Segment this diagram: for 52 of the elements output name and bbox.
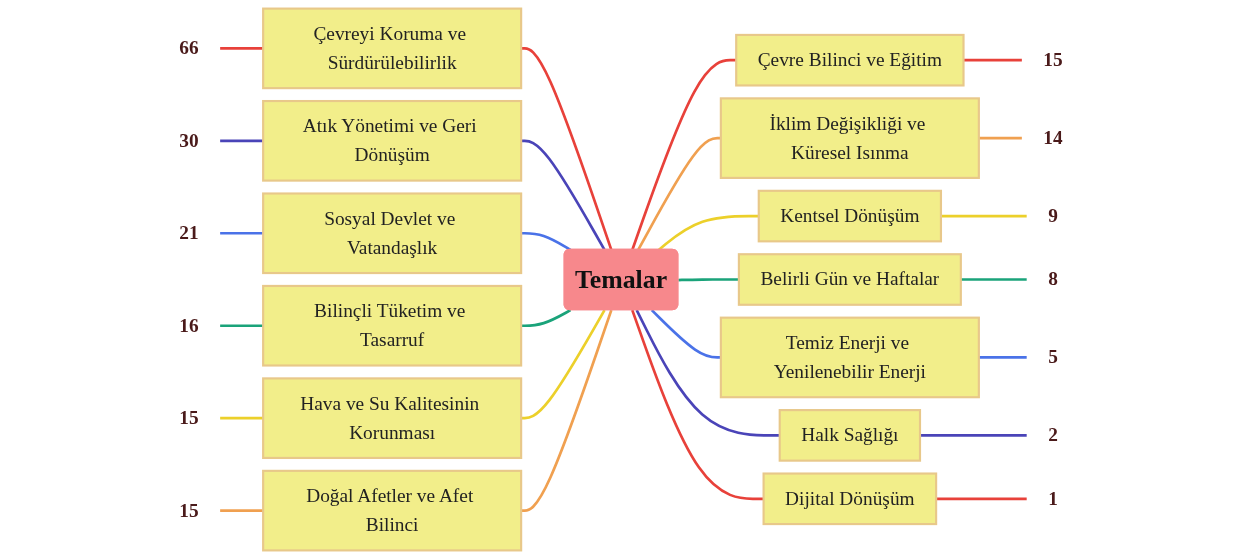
connector [657, 214, 759, 251]
node-box: Dijital Dönüşüm [762, 472, 938, 526]
node-box: Halk Sağlığı [778, 409, 922, 462]
node-text: 5 [1048, 346, 1058, 368]
connector [631, 58, 737, 251]
connector [220, 231, 264, 235]
connector [678, 278, 739, 282]
connector [220, 139, 264, 143]
node-text: 2 [1048, 424, 1058, 446]
connector [631, 309, 764, 501]
node-text: 21 [179, 221, 199, 244]
connector [635, 309, 780, 437]
node-text: 8 [1048, 268, 1058, 290]
node-text: 14 [1043, 126, 1063, 149]
connector [978, 356, 1027, 359]
node-text: 66 [179, 37, 199, 59]
node-text: 1 [1048, 487, 1058, 510]
node-box: Sosyal Devlet ve Vatandaşlık [262, 192, 523, 275]
connector [960, 278, 1027, 281]
node-box: Doğal Afetler ve Afet Bilinci [262, 469, 523, 552]
node-box: Temiz Enerji ve Yenilenebilir Enerji [719, 316, 980, 399]
node-box: İklim Değişikliği ve Küresel Isınma [719, 97, 980, 179]
node-box: Atık Yönetimi ve Geri Dönüşüm [262, 99, 523, 182]
connector [521, 47, 613, 251]
connector [940, 214, 1027, 218]
connector [220, 47, 264, 50]
node-text: 30 [179, 129, 199, 152]
connector [220, 324, 264, 328]
node-text: 9 [1048, 204, 1058, 227]
connector [220, 416, 264, 420]
connector [521, 309, 606, 420]
node-text: 16 [179, 314, 199, 336]
node-text: 15 [179, 406, 199, 429]
connector [978, 136, 1022, 140]
connector [521, 309, 613, 512]
connector [637, 136, 721, 251]
connector [963, 58, 1022, 62]
node-box: Kentsel Dönüşüm [757, 189, 943, 243]
connector [936, 497, 1027, 501]
node-box: Çevre Bilinci ve Eğitim [735, 33, 965, 87]
connector [650, 309, 721, 359]
node-text: 15 [179, 499, 199, 521]
connector [521, 308, 572, 328]
connector [220, 509, 264, 512]
node-box: Çevreyi Koruma ve Sürdürülebilirlik [262, 7, 523, 90]
connector [920, 434, 1027, 437]
node-box: Bilinçli Tüketim ve Tasarruf [262, 284, 523, 367]
node-text: 15 [1043, 48, 1063, 71]
node-box: Belirli Gün ve Haftalar [737, 253, 962, 306]
connector [521, 231, 572, 252]
connector [521, 139, 606, 251]
node-box: Hava ve Su Kalitesinin Korunması [262, 377, 523, 460]
